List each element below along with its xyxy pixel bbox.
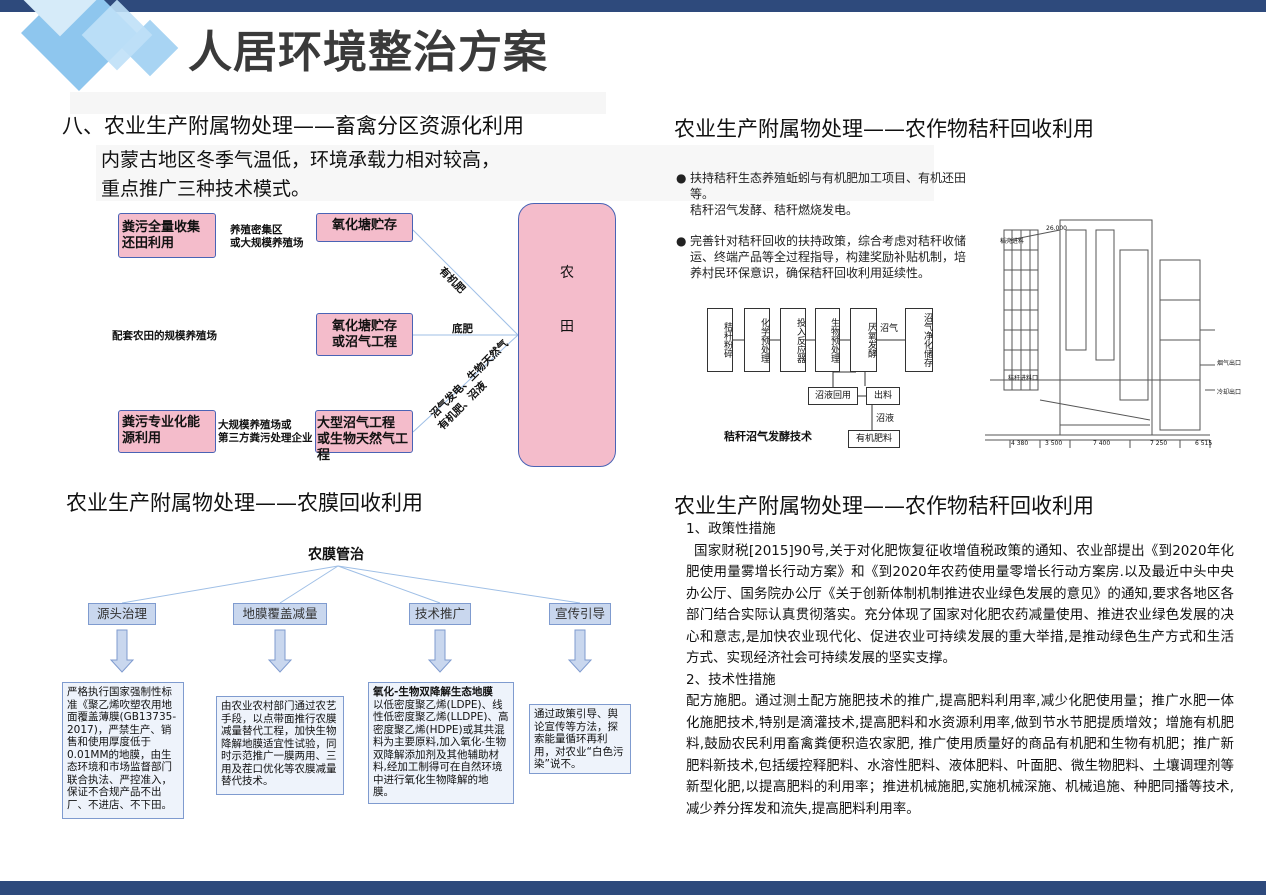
drawing-dim: 3 500 (1045, 440, 1063, 447)
farmland-char-1: 农 (560, 265, 574, 281)
flow-label-slurry: 沼液 (876, 414, 895, 424)
top-bar (0, 0, 1266, 12)
film-detail-tech-title: 氧化-生物双降解生态地膜 (373, 686, 493, 698)
lead-line-1: 内蒙古地区冬季气温低，环境承载力相对较高， (101, 149, 501, 171)
flow-step-reactor: 投入反应器 (780, 308, 806, 372)
farmland-box: 农 田 (518, 203, 616, 467)
film-root: 农膜管治 (308, 547, 364, 563)
box-large-biogas-text: 大型沼气工程 或生物天然气工程 (317, 416, 409, 463)
straw-heading-1: 农业生产附属物处理——农作物秸秆回收利用 (674, 117, 1094, 141)
lead-background (96, 145, 934, 201)
film-cat-reduce: 地膜覆盖减量 (233, 603, 327, 625)
label-thirdparty: 大规模养殖场或 第三方粪污处理企业 (218, 419, 313, 444)
straw-bullet-2: ● 完善针对秸秆回收的扶持政策，综合考虑对秸秆收储运、终端产品等全过程指导，构建… (676, 233, 968, 281)
farmland-char-2: 田 (560, 319, 574, 335)
label-base-fertilizer: 底肥 (452, 323, 473, 335)
flow-step-chem: 化学预处理 (744, 308, 770, 372)
straw-measures: 1、政策性措施 国家财税[2015]90号,关于对化肥恢复征收增值税政策的通知、… (686, 519, 1234, 820)
drawing-dim: 7 400 (1093, 440, 1111, 447)
title-underline (70, 92, 606, 114)
flow-step-purify: 沼气净化储存 (905, 308, 933, 372)
flow-step-crush: 秸秆粉碎 (707, 308, 733, 372)
flow-step-anaerobic: 厌氧发酵 (850, 308, 877, 372)
flow-label-biogas: 沼气 (880, 324, 899, 334)
drawing-dim: 4 380 (1011, 440, 1029, 447)
label-matched: 配套农田的规模养殖场 (112, 330, 217, 342)
box-large-biogas: 大型沼气工程 或生物天然气工程 (315, 410, 413, 463)
box-oxidation-pond-text: 氧化塘贮存 (331, 218, 397, 233)
film-detail-reduce: 由农业农村部门通过农艺手段，以点带面推行农膜减量替代工程，加快生物降解地膜适宜性… (216, 696, 344, 795)
measures-policy-title: 1、政策性措施 (686, 521, 776, 537)
label-dense: 养殖密集区 或大规模养殖场 (230, 224, 304, 249)
film-cat-tech: 技术推广 (409, 603, 471, 625)
straw-heading-2: 农业生产附属物处理——农作物秸秆回收利用 (674, 494, 1094, 518)
film-cat-publicity: 宣传引导 (549, 603, 611, 625)
flow-box-recycle: 沼液回用 (808, 387, 858, 405)
flow-caption: 秸秆沼气发酵技术 (724, 430, 812, 443)
straw-bullet-1-text: 扶持秸秆生态养殖蚯蚓与有机肥加工项目、有机还田等。 秸秆沼气发酵、秸秆燃烧发电。 (690, 171, 967, 217)
flow-step-bio: 生物预处理 (815, 308, 840, 372)
box-oxidation-biogas-text: 氧化塘贮存 或沼气工程 (331, 319, 397, 350)
film-detail-publicity: 通过政策引导、舆论宣传等方法，探索能量循环再利用，对农业“白色污染”说不。 (529, 704, 631, 774)
film-detail-tech: 氧化-生物双降解生态地膜 以低密度聚乙烯(LDPE)、线性低密度聚乙烯(LLDP… (368, 682, 514, 804)
box-oxidation-pond: 氧化塘贮存 (316, 213, 413, 242)
box-full-collect-text: 粪污全量收集还田利用 (122, 220, 201, 251)
livestock-heading: 八、农业生产附属物处理——畜禽分区资源化利用 (62, 114, 524, 138)
straw-bullet-1: ● 扶持秸秆生态养殖蚯蚓与有机肥加工项目、有机还田等。 秸秆沼气发酵、秸秆燃烧发… (676, 170, 966, 218)
drawing-label-in: 秸秆进料口 (1008, 375, 1039, 382)
bottom-bar (0, 881, 1266, 895)
box-specialized-text: 粪污专业化能源利用 (122, 415, 201, 446)
bullet-dot-1: ● (676, 171, 687, 185)
film-detail-tech-text: 以低密度聚乙烯(LDPE)、线性低密度聚乙烯(LLDPE)、高密度聚乙烯(HDP… (373, 698, 509, 799)
drawing-label-out1: 烟气出口 (1217, 360, 1242, 367)
measures-tech-title: 2、技术性措施 (686, 671, 776, 688)
drawing-label-left: 稻壳进料 (1000, 238, 1025, 245)
drawing-dim: 7 250 (1150, 440, 1168, 447)
page-title: 人居环境整治方案 (188, 27, 548, 78)
straw-bullet-2-text: 完善针对秸秆回收的扶持政策，综合考虑对秸秆收储运、终端产品等全过程指导，构建奖励… (690, 234, 967, 280)
film-heading: 农业生产附属物处理——农膜回收利用 (66, 491, 423, 515)
bullet-dot-2: ● (676, 234, 687, 248)
drawing-label-out2: 冷却出口 (1217, 389, 1242, 396)
measures-policy-text: 国家财税[2015]90号,关于对化肥恢复征收增值税政策的通知、农业部提出《到2… (686, 542, 1234, 667)
box-oxidation-biogas: 氧化塘贮存 或沼气工程 (316, 313, 413, 356)
box-full-collect: 粪污全量收集还田利用 (118, 213, 216, 258)
drawing-label-elev: 26.000 (1046, 225, 1067, 232)
drawing-dim: 6 515 (1195, 440, 1213, 447)
measures-tech-text: 配方施肥。通过测土配方施肥技术的推广,提高肥料利用率,减少化肥使用量；推广水肥一… (686, 693, 1234, 817)
film-detail-source: 严格执行国家强制性标准《聚乙烯吹塑农用地面覆盖薄膜(GB13735-2017)，… (62, 682, 184, 819)
box-specialized: 粪污专业化能源利用 (118, 410, 216, 453)
film-cat-source: 源头治理 (88, 603, 156, 625)
flow-box-output: 出料 (866, 387, 900, 405)
lead-line-2: 重点推广三种技术模式。 (101, 178, 311, 200)
flow-box-fertilizer: 有机肥料 (848, 430, 900, 448)
